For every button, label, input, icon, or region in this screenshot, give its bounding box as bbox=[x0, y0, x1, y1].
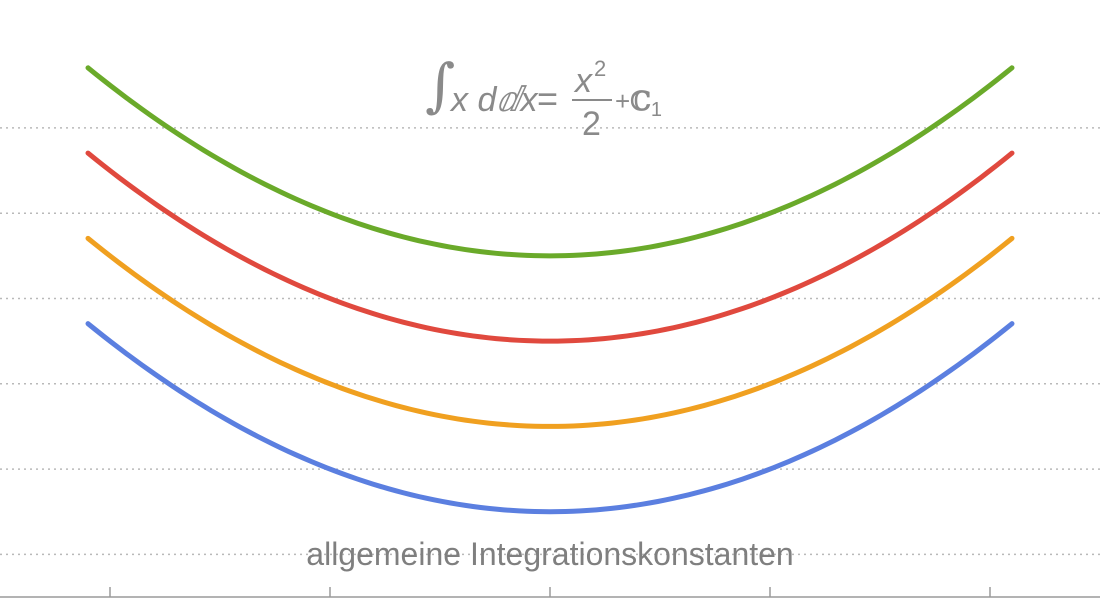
fraction-denominator: 2 bbox=[582, 105, 601, 143]
curves bbox=[85, 65, 1015, 515]
numerator-exponent: 2 bbox=[594, 56, 607, 81]
fraction-bar bbox=[572, 99, 612, 101]
fraction-numerator: x2 bbox=[575, 56, 606, 101]
equals-sign: = bbox=[537, 78, 559, 119]
formula-integrand: x dⅆx bbox=[451, 80, 537, 120]
differential-symbol: ⅆ bbox=[496, 81, 521, 119]
series-line-3 bbox=[85, 65, 1015, 259]
numerator-variable: x bbox=[575, 62, 592, 100]
constant-symbol: ℂ bbox=[630, 87, 651, 117]
differential-variable: x bbox=[520, 81, 538, 119]
series-line-0 bbox=[85, 321, 1015, 515]
plus-sign: + bbox=[615, 86, 631, 116]
chart-caption: allgemeine Integrationskonstanten bbox=[306, 536, 794, 572]
integral-sign: ∫ bbox=[425, 51, 456, 119]
series-line-2 bbox=[85, 150, 1015, 344]
integrand-text: x d bbox=[451, 81, 497, 119]
series-line-1 bbox=[85, 235, 1015, 429]
constant-subscript: 1 bbox=[650, 99, 663, 121]
integral-formula: ∫ x dⅆx = x2 2 +ℂ1 bbox=[425, 48, 685, 148]
x-axis bbox=[0, 587, 1100, 598]
integration-constant: +ℂ1 bbox=[615, 86, 662, 122]
